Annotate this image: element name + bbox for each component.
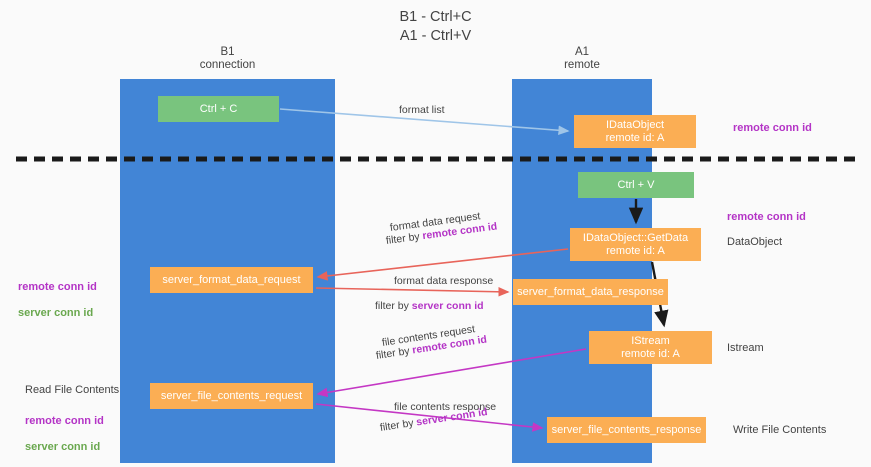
- edge-label-file-contents-response: file contents response: [394, 401, 497, 413]
- annotation-conn-ids-format: remote conn id server conn id: [18, 268, 97, 333]
- node-idataobject[interactable]: IDataObject remote id: A: [574, 115, 696, 148]
- node-server-file-contents-response[interactable]: server_file_contents_response: [547, 417, 706, 443]
- annotation-read-file-contents: Read File Contents: [25, 384, 120, 396]
- node-server-format-data-response[interactable]: server_format_data_response: [513, 279, 668, 305]
- filter-key: server conn id: [411, 300, 484, 312]
- swimlane-header-b1: B1 connection: [199, 46, 256, 71]
- node-ctrl-c[interactable]: Ctrl + C: [158, 96, 279, 122]
- annotation-remote-conn-id-left: remote conn id: [18, 281, 97, 293]
- node-istream[interactable]: IStream remote id: A: [589, 331, 712, 364]
- annotation-dataobject: DataObject: [727, 236, 783, 248]
- node-server-format-data-request[interactable]: server_format_data_request: [150, 267, 313, 293]
- edge-label-format-data-response: format data response: [394, 275, 494, 287]
- edge-label-format-data-response-filter: filter by server conn id: [375, 299, 484, 313]
- diagram-title: B1 - Ctrl+C A1 - Ctrl+V: [399, 9, 472, 44]
- annotation-remote-conn-id-mid: remote conn id: [727, 211, 806, 223]
- filter-prefix: filter by: [375, 300, 412, 312]
- node-ctrl-v[interactable]: Ctrl + V: [578, 172, 694, 198]
- annotation-server-conn-id-left2: server conn id: [25, 441, 101, 453]
- annotation-conn-ids-file: remote conn id server conn id: [25, 402, 104, 467]
- annotation-server-conn-id-left: server conn id: [18, 307, 94, 319]
- swimlane-header-a1: A1 remote: [564, 46, 600, 71]
- node-server-file-contents-request[interactable]: server_file_contents_request: [150, 383, 313, 409]
- edge-label-format-list: format list: [399, 104, 445, 116]
- node-idataobject-getdata[interactable]: IDataObject::GetData remote id: A: [570, 228, 701, 261]
- annotation-write-file-contents: Write File Contents: [733, 424, 827, 436]
- annotation-remote-conn-id-top: remote conn id: [733, 122, 812, 134]
- annotation-istream: Istream: [727, 342, 764, 354]
- annotation-remote-conn-id-left2: remote conn id: [25, 415, 104, 427]
